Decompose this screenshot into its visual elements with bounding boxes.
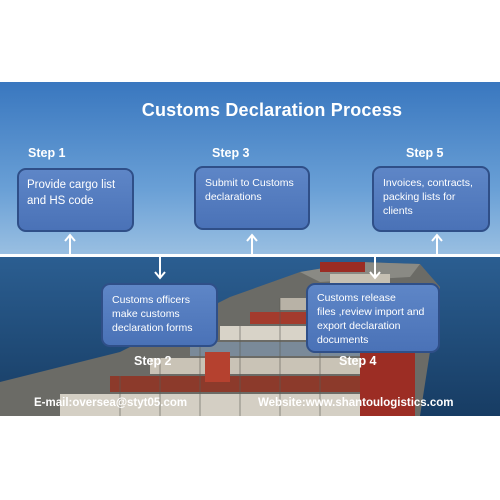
step-1-label: Step 1 xyxy=(28,146,66,160)
page-title: Customs Declaration Process xyxy=(141,100,403,120)
step-4-text-line: documents xyxy=(317,334,369,346)
step-2-text-line: declaration forms xyxy=(112,322,193,334)
step-4-text-line: files ,review import and xyxy=(317,306,425,318)
step-3-text-line: Submit to Customs xyxy=(205,177,294,189)
step-3-text-line: declarations xyxy=(205,191,262,203)
step-1-box: Provide cargo list and HS code xyxy=(17,168,134,232)
step-1-text-line: and HS code xyxy=(27,195,94,207)
process-banner: Customs Declaration Process Step 1 Step … xyxy=(0,82,500,416)
step-1-text-line: Provide cargo list xyxy=(27,179,116,191)
email-text: E-mail:oversea@styt05.com xyxy=(34,397,188,409)
step-2-label: Step 2 xyxy=(134,354,172,368)
arrow-up-icon xyxy=(64,233,76,255)
step-5-label: Step 5 xyxy=(406,146,444,160)
website-text: Website:www.shantoulogistics.com xyxy=(258,397,454,409)
step-5-text-line: Invoices, contracts, xyxy=(383,177,473,189)
step-5-text-line: clients xyxy=(383,205,413,217)
step-2-box: Customs officers make customs declaratio… xyxy=(101,283,218,347)
arrow-down-icon xyxy=(154,256,166,280)
timeline-line xyxy=(0,254,500,257)
step-4-text-line: Customs release xyxy=(317,292,396,304)
step-5-text-line: packing lists for xyxy=(383,191,456,203)
step-5-box: Invoices, contracts, packing lists for c… xyxy=(372,166,490,232)
step-4-text-line: export declaration xyxy=(317,320,401,332)
arrow-up-icon xyxy=(431,233,443,255)
step-4-box: Customs release files ,review import and… xyxy=(306,283,440,353)
arrow-up-icon xyxy=(246,233,258,255)
step-3-label: Step 3 xyxy=(212,146,250,160)
step-2-text-line: make customs xyxy=(112,308,180,320)
step-2-text-line: Customs officers xyxy=(112,294,190,306)
step-3-box: Submit to Customs declarations xyxy=(194,166,310,230)
arrow-down-icon xyxy=(369,256,381,280)
step-4-label: Step 4 xyxy=(339,354,377,368)
